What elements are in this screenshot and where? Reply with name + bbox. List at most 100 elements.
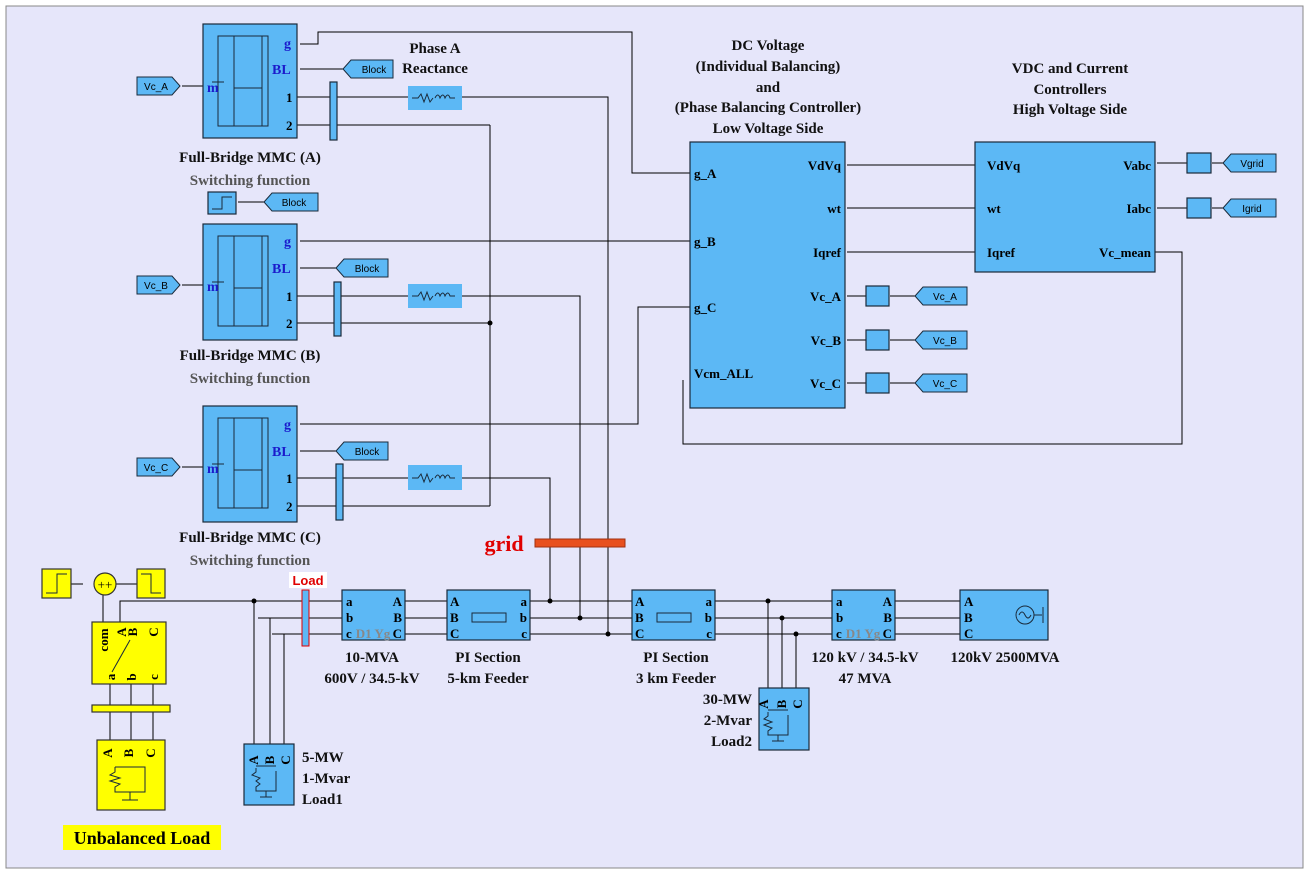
from-tag-block-b[interactable]: Block	[335, 258, 389, 278]
pi-section-3km[interactable]: ABC abc	[631, 589, 716, 641]
goto-tag-vc-a[interactable]: Vc_A	[136, 76, 181, 96]
port-1: 1	[286, 289, 293, 304]
mmc-block-b[interactable]: g BL 1 2 m	[202, 223, 298, 341]
port-label: Vc_A	[144, 82, 168, 93]
from-tag-vgrid[interactable]: Vgrid	[1222, 153, 1277, 173]
bus-bar-a[interactable]	[329, 81, 338, 141]
mmc-a-subtitle: Switching function	[190, 173, 311, 189]
port-vdvq: VdVq	[987, 158, 1021, 173]
port-1: 1	[286, 471, 293, 486]
port-iqref: Iqref	[813, 245, 842, 260]
load-label-bg	[289, 572, 327, 588]
load2-block[interactable]: A B C	[756, 687, 810, 751]
port-iqref: Iqref	[987, 245, 1016, 260]
transformer-10mva[interactable]: a b c A B C D1 Yg	[341, 589, 406, 641]
three-phase-source[interactable]: ABC	[959, 589, 1049, 641]
pi1-label-2: 5-km Feeder	[447, 671, 529, 687]
port-bl: BL	[272, 445, 291, 460]
junction-dots	[251, 320, 799, 637]
transformer2-label: 120 kV / 34.5-kV	[811, 650, 918, 666]
from-tag-igrid[interactable]: Igrid	[1222, 198, 1277, 218]
pi-section-5km[interactable]: ABC abc	[446, 589, 531, 641]
port-g-a: g_A	[694, 166, 717, 181]
mmc-c-title: Full-Bridge MMC (C)	[179, 530, 321, 546]
from-tag-vc-b[interactable]: Vc_B	[914, 330, 968, 350]
load2-label-3: Load2	[711, 734, 752, 750]
port-label: a	[103, 673, 118, 680]
port-bl: BL	[272, 262, 291, 277]
transformer-47mva[interactable]: abc ABC D1 Yg	[831, 589, 896, 641]
step-block-1[interactable]	[41, 568, 72, 599]
mmc-b-title: Full-Bridge MMC (B)	[180, 348, 321, 364]
hv-controller-block[interactable]: VdVq wt Iqref Vabc Iabc Vc_mean	[974, 141, 1156, 273]
port-label: Block	[355, 264, 380, 275]
reactance-b[interactable]	[408, 284, 462, 308]
port-label: A	[100, 748, 115, 758]
port-m: m	[207, 280, 219, 295]
load1-label: 5-MW	[302, 750, 344, 766]
load2-label: 30-MW	[703, 692, 752, 708]
port-label: Vc_A	[933, 292, 957, 303]
port-label: C	[883, 626, 892, 641]
pi2-label-2: 3 km Feeder	[636, 671, 716, 687]
breaker-block[interactable]: com A B C a b c	[91, 621, 167, 685]
reactance-a[interactable]	[408, 86, 462, 110]
port-2: 2	[286, 118, 293, 133]
bus-bar-c[interactable]	[335, 463, 344, 521]
from-tag-block-c[interactable]: Block	[335, 441, 389, 461]
load1-label-3: Load1	[302, 792, 343, 808]
port-label: C	[635, 626, 644, 641]
bus-bar-b[interactable]	[333, 281, 342, 337]
unbalanced-bus-bar[interactable]	[91, 704, 171, 713]
port-label: C	[146, 627, 161, 636]
port-label: a	[836, 594, 843, 609]
grid-bus-bar[interactable]	[534, 538, 626, 548]
signal-lines	[71, 31, 1223, 744]
mmc-block-a[interactable]: g BL 1 2 m	[202, 23, 298, 139]
dc-voltage-controller-block[interactable]: g_A g_B g_C Vcm_ALL VdVq wt Iqref Vc_A V…	[689, 141, 846, 409]
port-label: com	[96, 628, 111, 651]
port-label: C	[143, 748, 158, 757]
unbalanced-load-block[interactable]: A B C	[96, 739, 166, 811]
sum-block[interactable]: ++	[93, 572, 117, 596]
mmc-block-c[interactable]: g BL 1 2 m	[202, 405, 298, 523]
port-label: b	[346, 610, 353, 625]
port-label: c	[146, 674, 161, 680]
full-bridge-icon	[212, 235, 269, 327]
from-tag-block-a[interactable]: Block	[342, 59, 394, 79]
port-label: A	[635, 594, 645, 609]
source-label: 120kV 2500MVA	[950, 650, 1059, 666]
reactance-c[interactable]	[408, 465, 462, 490]
goto-tag-block[interactable]: Block	[263, 192, 319, 212]
port-label: C	[393, 626, 402, 641]
load-label: Load	[292, 573, 323, 588]
port-label: D1 Yg	[356, 626, 391, 641]
port-label: c	[346, 626, 352, 641]
port-label: B	[964, 610, 973, 625]
port-label: C	[450, 626, 459, 641]
load-bus-bar[interactable]	[301, 589, 310, 647]
goto-tag-vc-b[interactable]: Vc_B	[136, 275, 181, 295]
port-label: B	[883, 610, 892, 625]
goto-tag-vc-c[interactable]: Vc_C	[136, 457, 181, 477]
port-g-c: g_C	[694, 300, 716, 315]
from-tag-vc-a[interactable]: Vc_A	[914, 286, 968, 306]
load1-label-2: 1-Mvar	[302, 771, 351, 787]
hv-controller-title-2: Controllers	[1033, 82, 1106, 98]
port-label: B	[774, 699, 789, 708]
dc-controller-title-2: (Individual Balancing)	[696, 59, 841, 75]
step-block-2[interactable]	[136, 568, 166, 599]
port-label: C	[790, 699, 805, 708]
port-label: A	[114, 627, 129, 637]
step-block[interactable]	[207, 191, 237, 215]
full-bridge-icon	[212, 35, 269, 127]
port-label: B	[450, 610, 459, 625]
dc-controller-title-3: and	[756, 80, 781, 96]
port-label: Vc_B	[933, 336, 957, 347]
port-g-b: g_B	[694, 234, 716, 249]
mux-icons[interactable]	[865, 152, 1212, 394]
load1-block[interactable]: A B C	[243, 743, 295, 806]
port-label: B	[635, 610, 644, 625]
from-tag-vc-c[interactable]: Vc_C	[914, 373, 968, 393]
